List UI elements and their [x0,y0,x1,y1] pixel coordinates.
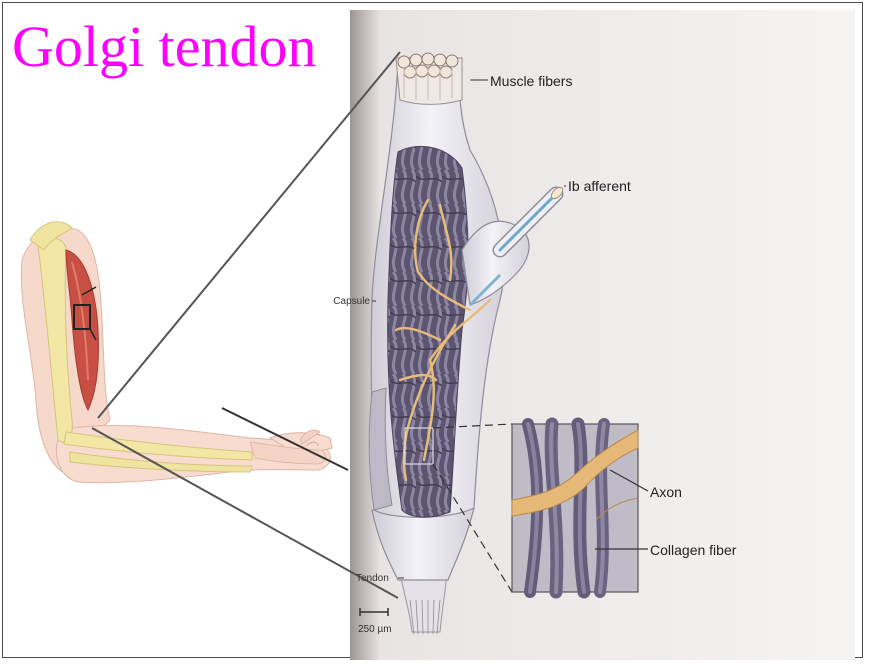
label-tendon: Tendon [356,573,389,584]
slide-title: Golgi tendon [12,18,316,76]
label-capsule: Capsule [333,296,370,307]
label-muscle-fibers: Muscle fibers [490,73,572,89]
label-collagen-fiber: Collagen fiber [650,542,737,558]
label-scale-bar: 250 µm [358,624,392,635]
arm-illustration [21,222,348,483]
label-ib-afferent: Ib afferent [568,178,631,194]
label-axon: Axon [650,484,682,500]
detail-inset [512,424,638,592]
